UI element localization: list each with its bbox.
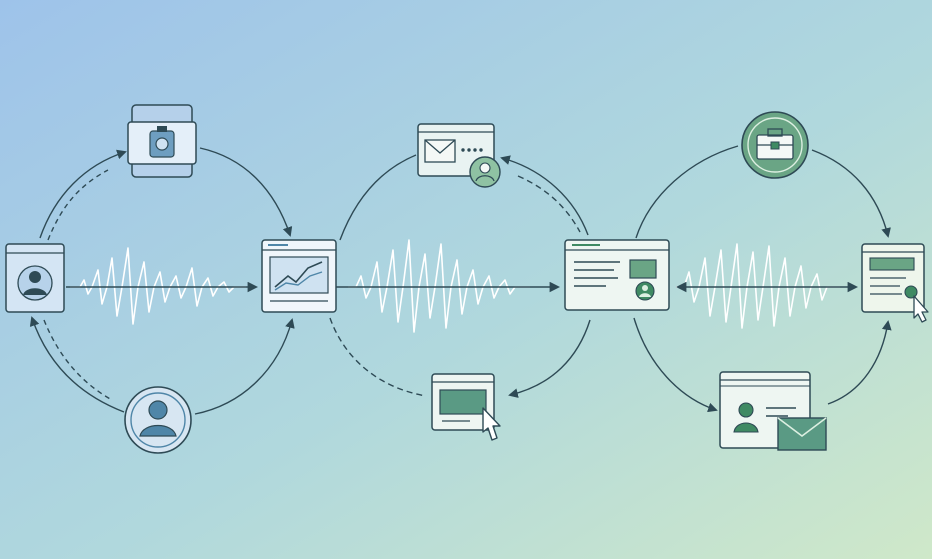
arc-click-webpage bbox=[508, 319, 591, 398]
offer-node bbox=[741, 111, 809, 179]
arc-webpage-offer bbox=[635, 145, 739, 239]
arc-profile-contact-dashed bbox=[43, 319, 113, 401]
click-node bbox=[431, 373, 501, 441]
device-node bbox=[127, 104, 197, 178]
webpage-with-user-icon bbox=[574, 259, 657, 301]
card-mail-node bbox=[719, 371, 827, 451]
branch-arcs bbox=[29, 145, 892, 415]
window-with-cursor-icon bbox=[439, 389, 501, 441]
arc-device-dashboard bbox=[199, 147, 293, 237]
user-profile-card-icon bbox=[17, 265, 53, 301]
form-node bbox=[861, 243, 929, 323]
arc-offer-form bbox=[811, 149, 891, 238]
arc-contact-dashboard bbox=[194, 318, 295, 415]
arc-profile-device bbox=[39, 149, 127, 239]
user-avatar-circle-icon bbox=[139, 400, 177, 437]
profile-card-node bbox=[5, 243, 65, 313]
form-document-with-pointer-icon bbox=[869, 257, 929, 323]
arc-message-webpage bbox=[500, 155, 589, 236]
contact-card-with-envelope-icon bbox=[733, 402, 827, 451]
arc-dashboard-click-dashed bbox=[329, 317, 427, 397]
webpage-node bbox=[564, 239, 670, 311]
briefcase-circle-icon bbox=[756, 128, 794, 160]
arc-dashboard-message bbox=[339, 154, 417, 241]
contact-node bbox=[124, 386, 192, 454]
dashboard-node bbox=[261, 239, 337, 313]
message-node bbox=[417, 123, 501, 188]
email-window-with-user-icon bbox=[424, 139, 501, 188]
arc-message-webpage-dashed bbox=[517, 175, 581, 233]
arc-cardmail-form bbox=[827, 320, 892, 405]
arc-webpage-cardmail bbox=[633, 317, 718, 413]
device-badge-icon bbox=[149, 126, 175, 158]
arc-profile-contact bbox=[29, 316, 125, 413]
arc-profile-device-dashed bbox=[47, 169, 109, 241]
analytics-chart-window-icon bbox=[269, 256, 329, 294]
